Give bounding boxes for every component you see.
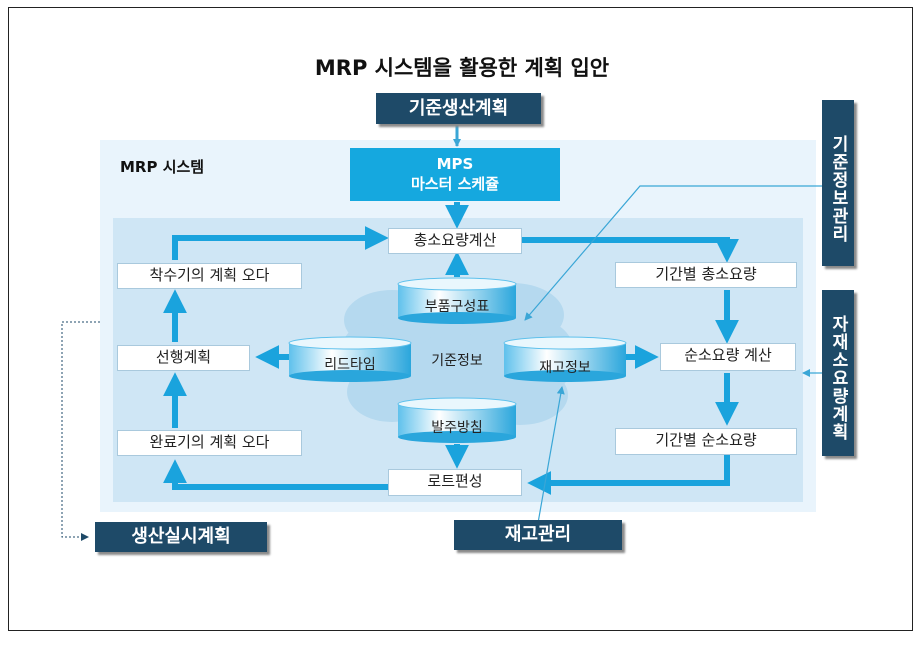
gross-by-period-box: 기간별 총소요량 (615, 262, 797, 288)
completion-period-order-box: 완료기의 계획 오다 (117, 430, 302, 456)
inventory-info-label: 재고정보 (539, 360, 591, 376)
bom-label: 부품구성표 (424, 299, 490, 315)
start-period-order-box: 착수기의 계획 오다 (117, 263, 302, 289)
mps-title: MPS (436, 155, 474, 173)
order-policy-cylinder (397, 397, 517, 443)
lead-plan-box: 선행계획 (117, 345, 250, 371)
production-execution-plan-box: 생산실시계획 (95, 522, 267, 552)
net-requirement-calc-box: 순소요량 계산 (660, 343, 796, 371)
gross-requirement-calc-box: 총소요량계산 (388, 228, 522, 254)
inventory-management-box: 재고관리 (454, 520, 622, 550)
material-planning-box: 자재소요량계획 (822, 290, 854, 456)
mps-box: MPS 마스터 스케쥴 (350, 148, 560, 201)
reference-info-mgmt-box: 기준정보관리 (822, 100, 854, 266)
mps-subtitle: 마스터 스케쥴 (410, 175, 500, 193)
inventory-info-cylinder (503, 336, 627, 382)
lot-sizing-box: 로트편성 (388, 469, 522, 496)
diagram-title: MRP 시스템을 활용한 계획 입안 (314, 56, 610, 80)
master-production-plan-box: 기준생산계획 (376, 93, 541, 124)
bom-cylinder (397, 277, 517, 324)
lead-time-label: 리드타임 (324, 357, 376, 373)
lead-time-cylinder (288, 336, 412, 382)
mrp-system-label: MRP 시스템 (120, 158, 205, 176)
reference-info-label: 기준정보 (431, 353, 483, 369)
order-policy-label: 발주방침 (431, 420, 483, 436)
net-by-period-box: 기간별 순소요량 (615, 428, 797, 455)
